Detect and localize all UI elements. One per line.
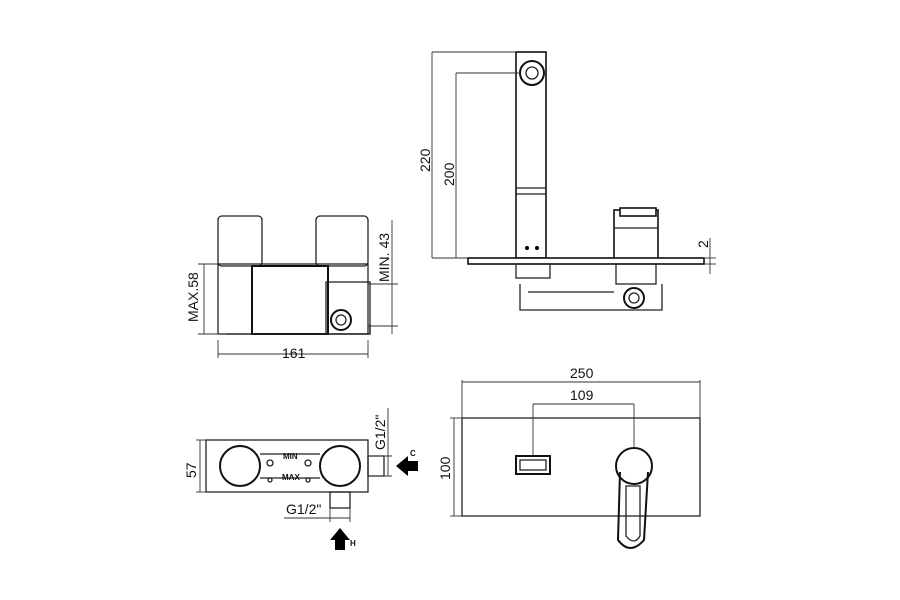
label-arrow-h: H <box>350 539 356 548</box>
label-161: 161 <box>282 345 306 361</box>
side-inlet-ring <box>330 309 352 331</box>
label-min-valve: MIN <box>283 452 298 461</box>
profile-inlet-core <box>628 292 640 304</box>
box-screw-4 <box>305 477 311 483</box>
right-handle-outline <box>315 215 369 267</box>
wall-plate-front <box>461 417 701 517</box>
label-250: 250 <box>570 365 594 381</box>
lever-handle-slot <box>625 485 641 542</box>
spout-screw-2 <box>535 246 539 250</box>
label-220: 220 <box>417 148 433 172</box>
label-arrow-c: C <box>410 449 416 458</box>
label-g12-cold: G1/2" <box>372 415 388 450</box>
plate-front-view: 250 109 100 <box>437 365 701 549</box>
box-screw-2 <box>304 459 312 467</box>
box-left-valve <box>219 445 261 487</box>
label-max58: MAX.58 <box>185 272 201 322</box>
spout-outlet-front <box>515 455 551 475</box>
label-max-valve: MAX <box>282 473 300 482</box>
box-screw-3 <box>267 477 273 483</box>
lever-mount <box>615 263 657 285</box>
left-handle-outline <box>217 215 263 267</box>
box-right-valve <box>319 445 361 487</box>
box-screw-1 <box>266 459 274 467</box>
spout-body <box>515 51 547 259</box>
cold-arrow-icon <box>396 456 418 476</box>
spout-mount <box>515 263 551 279</box>
lever-cap <box>619 207 657 217</box>
side-box-core <box>251 265 329 335</box>
lever-knob-front <box>615 447 653 485</box>
box-profile <box>519 284 663 311</box>
label-109: 109 <box>570 387 594 403</box>
profile-inlet-ring <box>623 287 645 309</box>
spout-outlet-core <box>525 66 539 80</box>
side-body-outline <box>217 263 369 335</box>
label-200: 200 <box>441 162 457 186</box>
wall-plate-edge <box>467 257 705 265</box>
cold-inlet-stub <box>367 455 385 477</box>
lever-body <box>613 209 659 263</box>
label-min43: MIN. 43 <box>376 233 392 282</box>
side-inlet-core <box>335 314 347 326</box>
label-57: 57 <box>183 462 199 478</box>
label-100: 100 <box>437 456 453 480</box>
spout-profile-view: 220 200 2 <box>417 51 716 311</box>
box-top-view: MIN MAX 57 G1/2" G1/2" C H <box>183 408 418 550</box>
lever-handle-front <box>616 471 649 549</box>
label-2: 2 <box>695 240 711 248</box>
side-view: 161 MAX.58 MIN. 43 <box>185 215 398 361</box>
hot-inlet-stub <box>329 491 351 509</box>
spout-screw-1 <box>525 246 529 250</box>
hot-arrow-icon <box>330 528 350 550</box>
side-base-line <box>226 324 371 335</box>
spout-outlet-inner <box>519 459 547 471</box>
label-g12-hot: G1/2" <box>286 501 321 517</box>
